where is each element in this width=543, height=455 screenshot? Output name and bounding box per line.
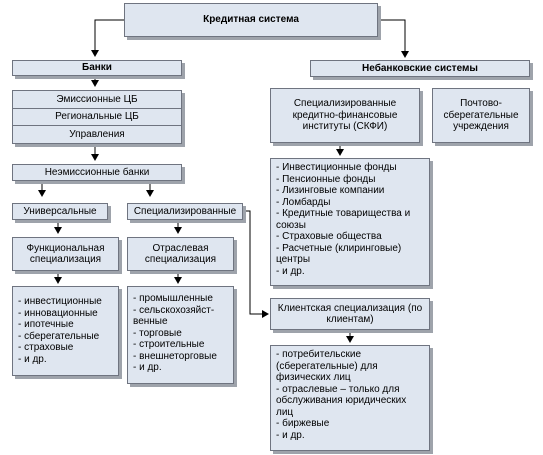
sectoral-list: - промышленные - сельскохозяйст-венные -…	[127, 286, 234, 384]
list-item: - Инвестиционные фонды	[276, 162, 397, 173]
list-item: - Ломбарды	[276, 196, 331, 208]
list-item: - сельскохозяйст-венные	[133, 304, 215, 328]
list-item: - инновационные	[18, 307, 98, 319]
list-item: - торговые	[133, 327, 182, 339]
postal-node: Почтово-сберегательные учреждения	[432, 88, 530, 143]
universal-node: Универсальные	[12, 203, 108, 220]
functional-specialization-label: Функциональная специализация	[26, 242, 105, 266]
emission-cb-label: Эмиссионные ЦБ	[56, 93, 138, 105]
skfi-list: - Инвестиционные фонды - Пенсионные фонд…	[270, 158, 430, 286]
list-item: - Лизинговые компании	[276, 185, 385, 196]
list-item: - ипотечные	[18, 319, 74, 330]
list-item: - Кредитные товарищества и союзы	[276, 208, 411, 231]
banks-node: Банки	[12, 60, 182, 76]
administrations-label: Управления	[69, 128, 125, 140]
list-item: - биржевые	[276, 418, 330, 429]
banks-label: Банки	[82, 62, 112, 74]
list-item: - и др.	[276, 429, 305, 441]
emission-cb-cell: Эмиссионные ЦБ	[13, 91, 181, 108]
skfi-node: Специализированные кредитно-финансовые и…	[270, 88, 420, 143]
list-item: - Пенсионные фонды	[276, 173, 376, 185]
list-item: - отраслевые – только для обслуживания ю…	[276, 383, 407, 418]
list-item: - сберегательные	[18, 330, 100, 342]
list-item: - Страховые общества	[276, 231, 382, 242]
regional-cb-label: Региональные ЦБ	[55, 111, 139, 123]
list-item: - страховые	[18, 342, 74, 353]
nonemission-banks-node: Неэмиссионные банки	[12, 164, 182, 181]
functional-list: - инвестиционные - инновационные - ипоте…	[12, 286, 119, 376]
skfi-label: Специализированные кредитно-финансовые и…	[292, 98, 398, 133]
postal-label: Почтово-сберегательные учреждения	[443, 98, 519, 133]
list-item: - строительные	[133, 339, 205, 350]
nonbank-systems-label: Небанковские системы	[362, 62, 478, 74]
specialized-node: Специализированные	[127, 203, 243, 220]
regional-cb-cell: Региональные ЦБ	[13, 107, 181, 126]
client-specialization-label: Клиентская специализация (по клиентам)	[277, 302, 423, 326]
client-list: - потребительские (сберегательные) для ф…	[270, 345, 430, 451]
central-banks-group: Эмиссионные ЦБ Региональные ЦБ Управлени…	[12, 90, 182, 144]
sectoral-specialization-node: Отраслевая специализация	[127, 237, 234, 271]
credit-system-node: Кредитная система	[124, 3, 378, 37]
list-item: - внешнеторговые	[133, 350, 217, 362]
credit-system-label: Кредитная система	[203, 14, 299, 26]
specialized-label: Специализированные	[133, 205, 237, 217]
list-item: - Расчетные (клиринговые) центры	[276, 242, 402, 266]
sectoral-specialization-label: Отраслевая специализация	[144, 242, 217, 266]
list-item: - и др.	[133, 362, 162, 373]
list-item: - и др.	[18, 353, 47, 365]
list-item: - промышленные	[133, 293, 213, 304]
list-item: - и др.	[276, 265, 305, 277]
list-item: - инвестиционные	[18, 296, 102, 307]
list-item: - потребительские (сберегательные) для ф…	[276, 349, 378, 383]
functional-specialization-node: Функциональная специализация	[12, 237, 119, 271]
client-specialization-node: Клиентская специализация (по клиентам)	[270, 298, 430, 330]
arrow-specialized-to-client	[243, 210, 269, 318]
nonbank-systems-node: Небанковские системы	[310, 60, 530, 77]
arrow-credit-to-banks	[91, 19, 124, 57]
administrations-cell: Управления	[13, 125, 181, 143]
universal-label: Универсальные	[23, 205, 97, 217]
nonemission-banks-label: Неэмиссионные банки	[44, 166, 150, 178]
arrow-credit-to-nonbank	[378, 19, 409, 58]
